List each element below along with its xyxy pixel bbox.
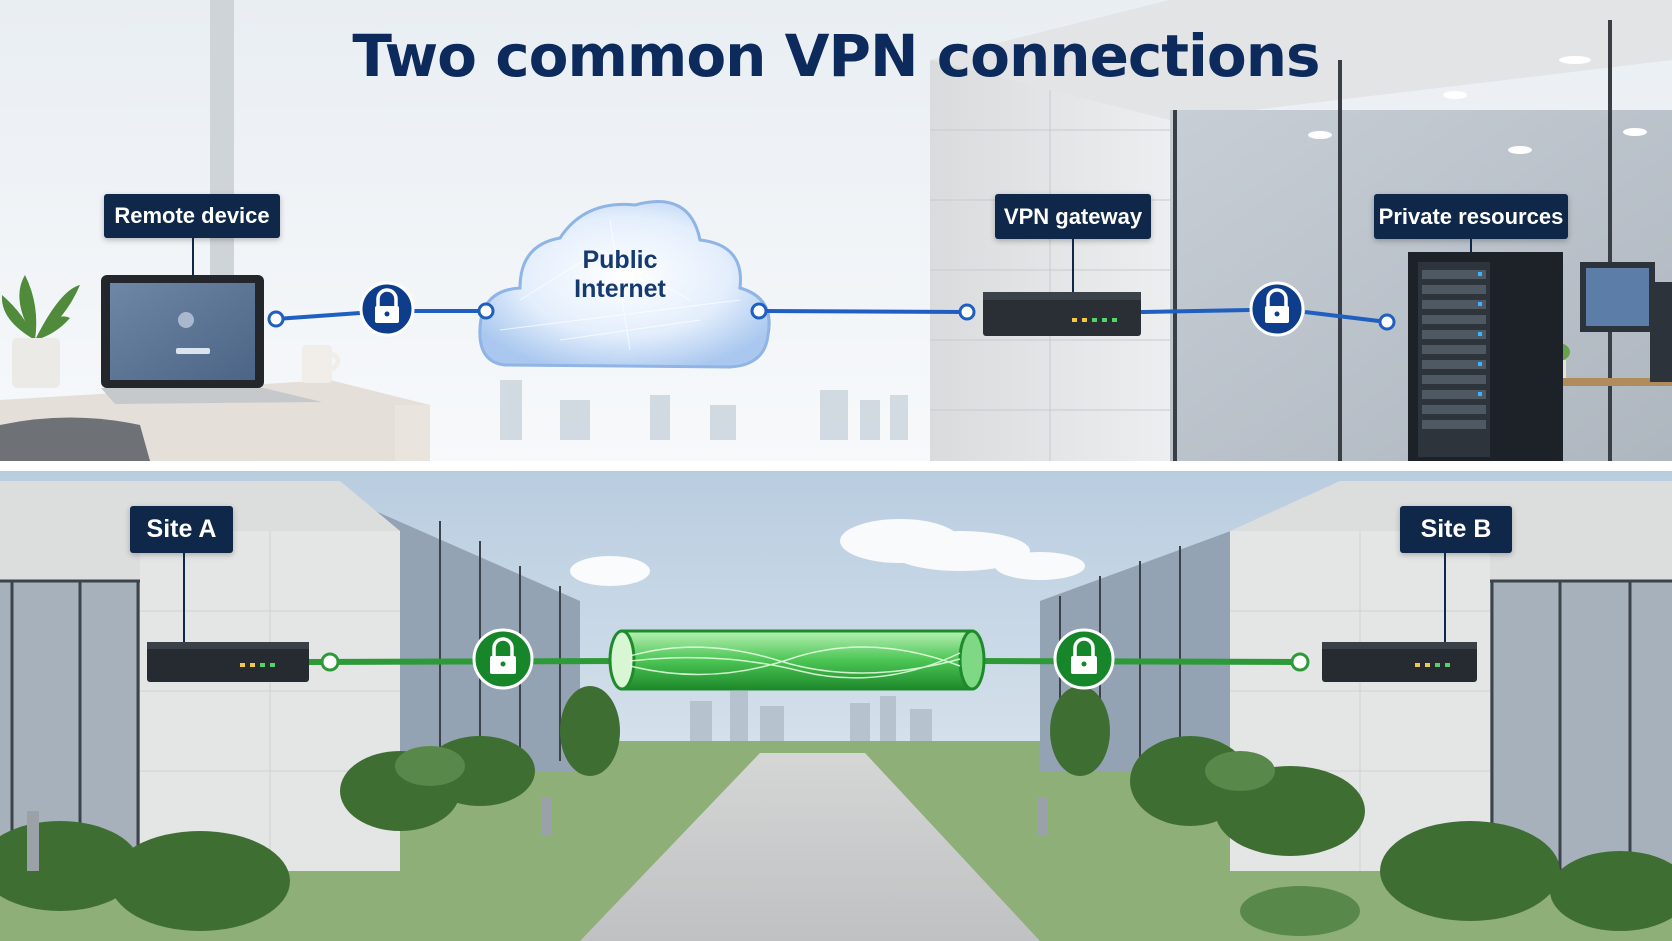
office-monitor-screen: [1586, 268, 1649, 326]
ceiling-lights: [1308, 56, 1647, 154]
remote-access-links: [275, 308, 1388, 324]
walkway: [580, 753, 1040, 941]
chair: [0, 417, 150, 461]
shrub-highlights: [395, 746, 1360, 936]
vpn-tunnel: [608, 629, 986, 691]
office-desk: [1500, 378, 1672, 386]
lock-icon: [359, 281, 415, 337]
laptop: [101, 275, 322, 404]
laptop-screen: [110, 283, 255, 380]
window-frame: [210, 0, 234, 300]
private-resources-label: Private resources: [1374, 194, 1568, 239]
lock-icon: [472, 628, 534, 690]
remote-device-pointer: [192, 238, 194, 275]
password-field-icon: [176, 348, 210, 354]
user-icon: [178, 312, 194, 328]
panel-divider: [0, 461, 1672, 471]
desk-leg: [395, 405, 430, 461]
link-endpoints: [267, 302, 1396, 331]
city-skyline: [690, 691, 932, 741]
remote-access-scene: Two common VPN connections Remote device…: [0, 0, 1672, 461]
sky-clouds: [570, 519, 1085, 586]
site-to-site-links: [308, 658, 1301, 665]
office-monitor-2: [1650, 282, 1672, 382]
server-leds: [1478, 272, 1482, 396]
remote-device-label: Remote device: [104, 194, 280, 238]
city-skyline: [500, 380, 908, 440]
vpn-gateway-pointer: [1072, 239, 1074, 292]
site-a-router: [147, 642, 309, 682]
diagram-title: Two common VPN connections: [352, 22, 1320, 90]
site-a-pointer: [183, 553, 185, 642]
private-resources-pointer: [1470, 239, 1472, 252]
right-building: [1040, 481, 1672, 871]
site-a-label: Site A: [130, 506, 233, 553]
site-to-site-illustration: [0, 471, 1672, 941]
lock-icon: [1053, 628, 1115, 690]
site-b-label: Site B: [1400, 506, 1512, 553]
plant: [1, 275, 80, 340]
vpn-gateway-device: [983, 292, 1141, 336]
plant-pot: [12, 338, 60, 388]
site-to-site-scene: Site A Site B: [0, 471, 1672, 941]
link-endpoints: [320, 652, 1310, 672]
server-units: [1422, 270, 1486, 429]
lock-icon: [1249, 281, 1305, 337]
site-b-pointer: [1444, 553, 1446, 642]
cloud-icon: [478, 200, 771, 369]
roof-overhang: [930, 0, 1672, 120]
shrubs: [0, 686, 1672, 931]
site-b-router: [1322, 642, 1477, 682]
bollard-lights: [27, 797, 1047, 871]
coffee-mug: [302, 345, 332, 383]
glass-mullions: [1173, 20, 1612, 461]
vpn-gateway-label: VPN gateway: [995, 194, 1151, 239]
